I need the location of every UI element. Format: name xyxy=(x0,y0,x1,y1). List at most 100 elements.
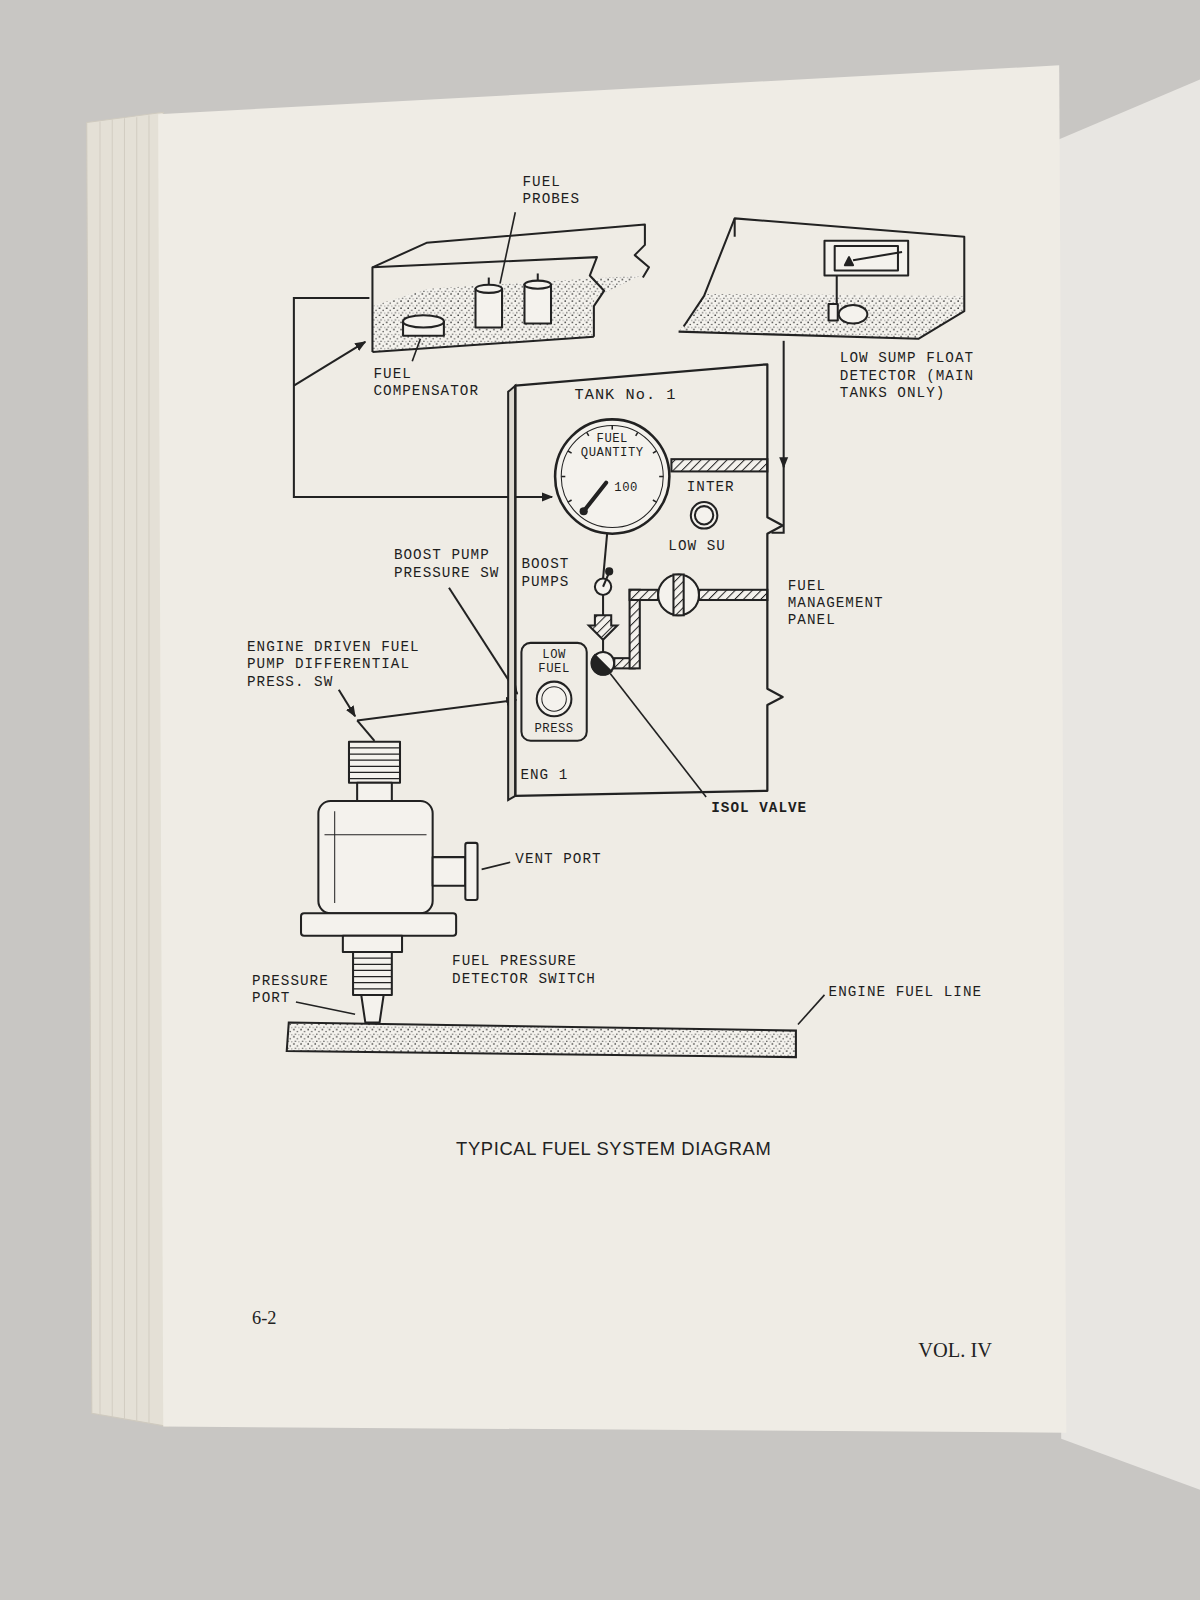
drawing-part xyxy=(679,218,965,338)
drawing-part xyxy=(671,459,767,471)
drawing-part xyxy=(361,995,383,1023)
drawing-part xyxy=(158,65,1066,1432)
drawing-part xyxy=(610,673,706,796)
leader-line xyxy=(296,212,825,1024)
drawing-part xyxy=(372,224,649,352)
drawing-part xyxy=(318,801,432,913)
gauge-ring xyxy=(561,426,663,528)
gauge-tick xyxy=(653,500,657,502)
warning-lamp xyxy=(537,682,572,717)
drawing-part xyxy=(592,652,614,674)
drawing-part xyxy=(630,590,640,669)
drawing-part xyxy=(449,588,517,694)
part-label: FUEL COMPENSATOR xyxy=(373,365,490,400)
drawing-part xyxy=(488,278,490,285)
drawing-part xyxy=(699,590,767,600)
part-label: ENGINE FUEL LINE xyxy=(829,984,982,1001)
drawing-part xyxy=(357,700,516,720)
drawing-part xyxy=(1051,80,1200,1490)
node-text: BOOST PUMPS xyxy=(521,556,580,591)
drawing-part xyxy=(357,783,392,801)
drawing-part xyxy=(695,506,713,524)
drawing-part xyxy=(349,742,400,783)
drawing-part xyxy=(839,305,868,323)
drawing-part xyxy=(630,590,659,600)
drawing-part xyxy=(372,337,593,352)
part-label: VENT PORT xyxy=(515,851,601,868)
warning-lamp-shape xyxy=(534,679,575,720)
node-text: FUEL QUANTITY xyxy=(571,432,653,461)
gauge-tick xyxy=(568,500,572,502)
gauge-tick xyxy=(561,476,565,478)
gauge-outline xyxy=(555,419,669,533)
gauge-tick xyxy=(611,426,613,430)
left-fuel-tank xyxy=(372,224,649,352)
drawing-part xyxy=(100,115,149,1423)
drawing-part xyxy=(500,212,515,283)
drawing-part xyxy=(343,936,402,952)
gauge-tick xyxy=(636,432,638,436)
fuel-compensator xyxy=(403,315,444,335)
right-fuel-tank xyxy=(679,218,965,338)
float-detector xyxy=(824,241,908,324)
drawing-part xyxy=(403,315,444,327)
part-label: FUEL MANAGEMENT PANEL xyxy=(788,578,886,630)
drawing-part xyxy=(836,276,838,307)
drawing-part xyxy=(524,281,551,289)
drawing-part xyxy=(357,720,374,740)
drawing-part xyxy=(824,241,908,276)
drawing-part xyxy=(87,112,169,1426)
drawing-part xyxy=(412,339,420,361)
part-label: PRESSURE PORT xyxy=(252,972,340,1007)
signal-wire xyxy=(294,298,784,741)
warning-lamp-holder xyxy=(534,679,575,720)
drawing-part xyxy=(372,257,604,337)
low-fuel-press-light: LOW FUELPRESS xyxy=(520,642,587,742)
drawing-part xyxy=(324,811,426,903)
part-label: LOW SUMP FLOAT DETECTOR (MAIN TANKS ONLY… xyxy=(840,350,986,402)
warning-lamp-lens xyxy=(542,687,566,711)
drawing-part xyxy=(287,1022,796,1057)
drawing-part xyxy=(853,252,902,260)
part-label: FUEL PRESSURE DETECTOR SWITCH xyxy=(452,953,608,988)
page-number: 6-2 xyxy=(252,1308,276,1329)
node-text: TANK No. 1 xyxy=(574,387,676,404)
fuel-probe xyxy=(476,273,552,327)
gauge-tick xyxy=(587,432,589,436)
drawing-part xyxy=(353,952,392,995)
drawing-part xyxy=(845,257,853,265)
drawing-part xyxy=(296,1002,355,1014)
part-label: ENGINE DRIVEN FUEL PUMP DIFFERENTIAL PRE… xyxy=(247,639,431,691)
needle-pivot xyxy=(580,507,588,515)
gauge-tick xyxy=(653,451,657,453)
gauge-tick xyxy=(568,451,572,453)
fuel-management-panel: TANK No. 1INTERLOW SUBOOST PUMPSENG 1FUE… xyxy=(515,364,791,801)
drawing-part xyxy=(589,615,618,639)
drawing-part xyxy=(673,574,683,615)
drawing-part xyxy=(691,502,718,529)
drawing-part xyxy=(433,857,466,886)
drawing-part xyxy=(482,862,511,869)
drawing-part xyxy=(602,640,604,652)
part-label: FUEL PROBES xyxy=(522,173,591,208)
node-text: LOW SU xyxy=(668,538,726,555)
drawing-part xyxy=(783,341,785,468)
drawing-part xyxy=(606,568,612,574)
gauge-needle xyxy=(584,483,606,512)
drawing-part xyxy=(524,285,551,324)
node-text: LOW FUEL xyxy=(524,648,583,677)
node-text: INTER xyxy=(687,479,735,496)
drawing-part xyxy=(339,690,355,717)
drawing-part xyxy=(592,655,612,675)
drawing-part xyxy=(301,913,456,935)
drawing-part xyxy=(829,304,838,320)
drawing-part xyxy=(353,958,392,989)
node-text: 100 xyxy=(614,481,638,495)
figure-caption: TYPICAL FUEL SYSTEM DIAGRAM xyxy=(456,1139,771,1160)
drawing-part xyxy=(294,342,365,386)
part-label: ISOL VALVE xyxy=(711,800,807,817)
